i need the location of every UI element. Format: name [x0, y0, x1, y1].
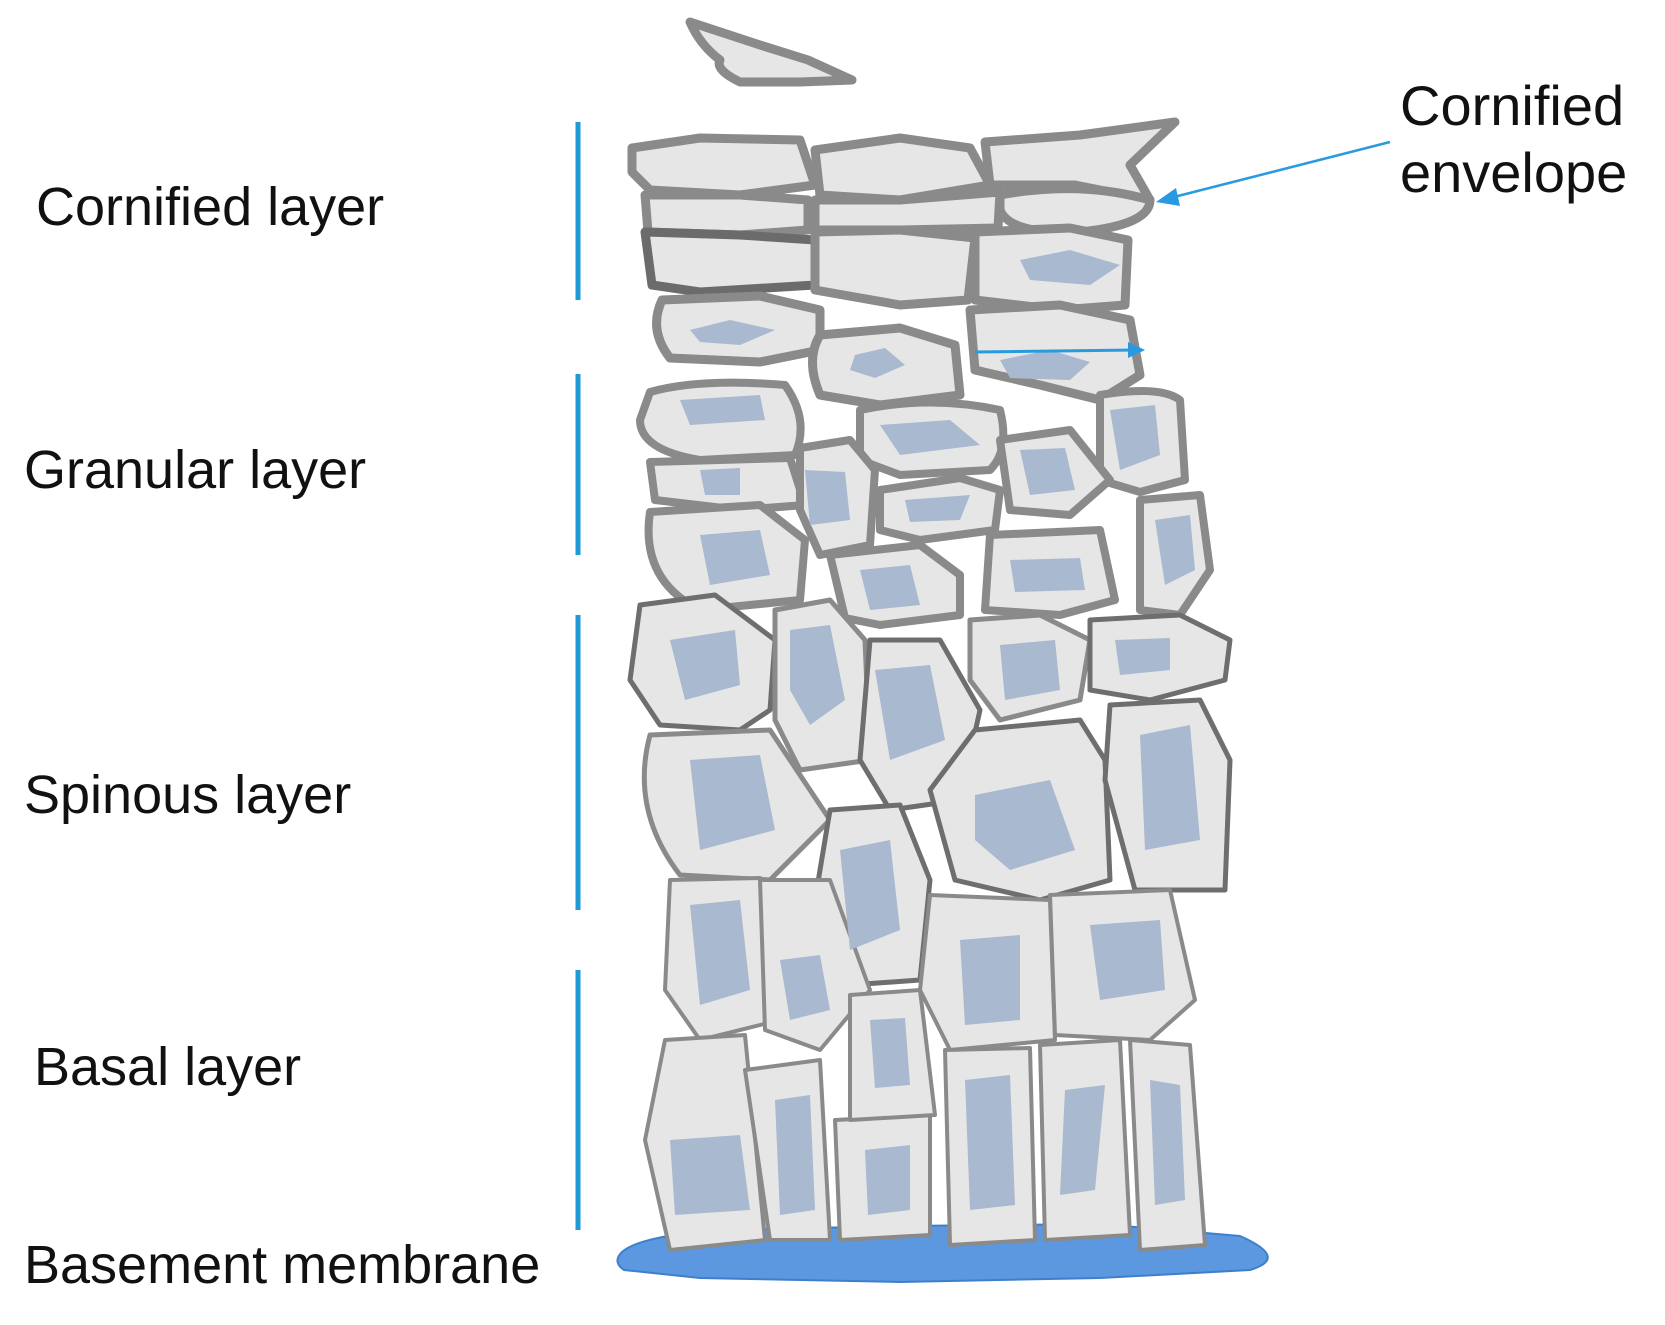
cornified-nuclei — [690, 250, 1120, 380]
granular-layer-label: Granular layer — [24, 440, 367, 500]
basal-layer-label: Basal layer — [34, 1037, 302, 1097]
cornified-envelope-label-line1: Cornified — [1400, 74, 1625, 137]
spinous-nuclei — [670, 625, 1200, 1025]
internal-arrow — [974, 342, 1145, 358]
shed-corneocyte — [685, 17, 857, 87]
corneocyte — [980, 117, 1180, 205]
cornified-layer-label: Cornified layer — [36, 177, 385, 237]
basement-membrane-label: Basement membrane — [24, 1235, 541, 1295]
corneocyte — [810, 187, 1005, 235]
granular-nuclei — [680, 395, 1195, 610]
cornified-envelope-label: Cornified envelope — [1400, 72, 1627, 206]
corneocyte — [640, 227, 820, 297]
basal-nuclei — [670, 1018, 1185, 1215]
corneocyte — [810, 225, 980, 310]
cornified-envelope-arrow — [1156, 140, 1391, 206]
cornified-envelope-label-line2: envelope — [1400, 141, 1628, 205]
corneocyte — [627, 133, 820, 200]
spinous-layer-label: Spinous layer — [24, 765, 352, 825]
